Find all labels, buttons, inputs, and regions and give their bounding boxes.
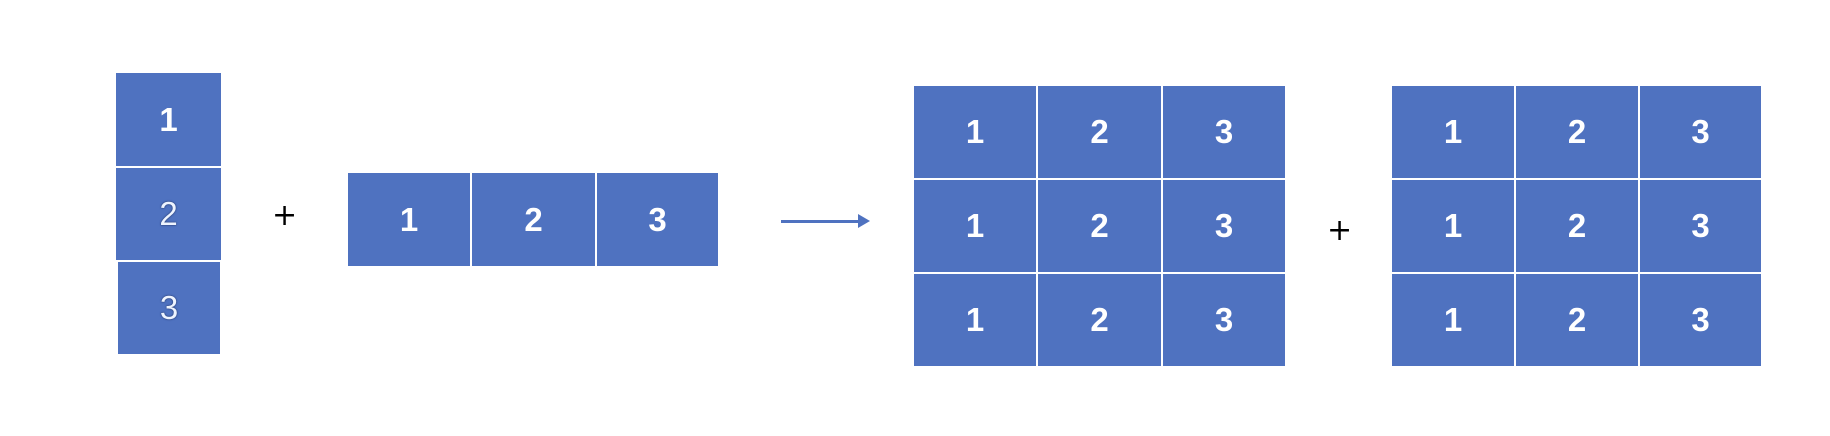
grid-cell: 1: [1392, 274, 1514, 366]
grid-cell: 1: [1392, 180, 1514, 272]
grid-cell: 2: [1038, 274, 1161, 366]
column-vector-cell: 1: [116, 73, 221, 166]
column-vector-cell: 3: [118, 262, 220, 354]
grid-cell: 1: [1392, 86, 1514, 178]
grid-cell: 2: [1038, 180, 1161, 272]
grid-cell: 1: [914, 274, 1036, 366]
grid-cell: 3: [1640, 86, 1761, 178]
grid-cell: 3: [1640, 274, 1761, 366]
column-vector-cell: 2: [116, 168, 221, 260]
grid-cell: 3: [1163, 274, 1285, 366]
grid-cell: 2: [1516, 180, 1638, 272]
grid-cell: 2: [1516, 274, 1638, 366]
row-vector-cell: 1: [348, 173, 470, 266]
grid-cell: 3: [1163, 180, 1285, 272]
plus-sign: +: [272, 198, 298, 233]
row-vector-cell: 2: [472, 173, 595, 266]
grid-cell: 2: [1516, 86, 1638, 178]
plus-sign: +: [1327, 213, 1353, 248]
grid-cell: 3: [1640, 180, 1761, 272]
grid-cell: 3: [1163, 86, 1285, 178]
grid-cell: 2: [1038, 86, 1161, 178]
row-vector-cell: 3: [597, 173, 718, 266]
grid-cell: 1: [914, 180, 1036, 272]
grid-cell: 1: [914, 86, 1036, 178]
